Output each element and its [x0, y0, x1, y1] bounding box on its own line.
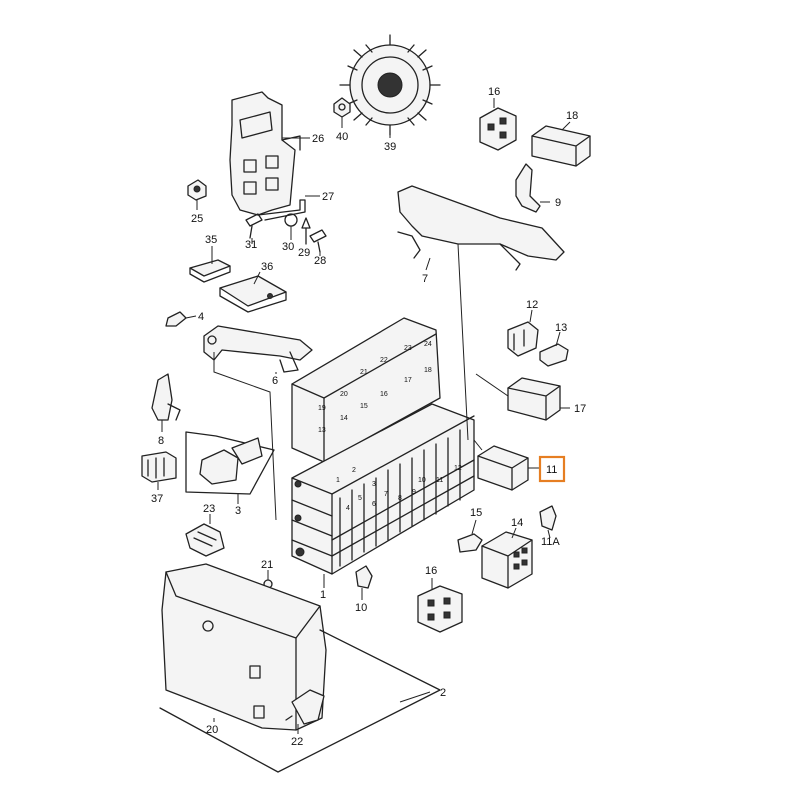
- part-6-strap: [203, 325, 313, 373]
- callout-39: 39: [384, 141, 396, 153]
- slot-label-23: 23: [404, 345, 412, 352]
- callout-3: 3: [235, 505, 241, 517]
- callout-2: 2: [440, 687, 446, 699]
- part-31-screw: [245, 213, 263, 239]
- callout-35: 35: [205, 234, 217, 246]
- part-11a-clip: [539, 505, 557, 531]
- part-27-strap: [257, 199, 306, 221]
- slot-label-19: 19: [318, 405, 326, 412]
- callout-8: 8: [158, 435, 164, 447]
- part-37-connector: [141, 451, 177, 483]
- callout-14: 14: [511, 517, 523, 529]
- highlight-box-callout-11[interactable]: [538, 455, 566, 483]
- part-15-clip: [457, 533, 483, 553]
- callout-11a: 11A: [541, 536, 560, 548]
- callout-1: 1: [320, 589, 326, 601]
- callout-30: 30: [282, 241, 294, 253]
- part-13-contact: [539, 343, 569, 367]
- slot-label-17: 17: [404, 377, 412, 384]
- part-17-relay: [507, 377, 561, 421]
- callout-26: 26: [312, 133, 324, 145]
- callout-20: 20: [206, 724, 218, 736]
- part-26-bracket: [229, 91, 301, 216]
- slot-label-15: 15: [360, 403, 368, 410]
- part-39-fan-wheel: [339, 34, 441, 136]
- part-35-holder: [189, 259, 231, 283]
- callout-15: 15: [470, 507, 482, 519]
- callout-6: 6: [272, 375, 278, 387]
- callout-18: 18: [566, 110, 578, 122]
- slot-label-21: 21: [360, 369, 368, 376]
- slot-label-8: 8: [398, 495, 402, 502]
- slot-label-7: 7: [384, 491, 388, 498]
- slot-label-2: 2: [352, 467, 356, 474]
- part-7-frame: [397, 185, 565, 271]
- part-9-bracket: [515, 163, 541, 213]
- callout-labels: 26 27 25 31 30 29 28 40 39 35 36 4 6 8 3…: [151, 86, 586, 748]
- callout-4: 4: [198, 311, 204, 323]
- part-25-clip: [187, 179, 207, 201]
- callout-25: 25: [191, 213, 203, 225]
- slot-label-14: 14: [340, 415, 348, 422]
- leader-lines: [157, 98, 571, 734]
- part-28-screw: [309, 229, 327, 253]
- part-14-relay-socket: [481, 531, 533, 589]
- callout-21: 21: [261, 559, 273, 571]
- callout-37: 37: [151, 493, 163, 505]
- slot-label-1: 1: [336, 477, 340, 484]
- part-18-relay: [531, 125, 591, 167]
- slot-label-9: 9: [412, 489, 416, 496]
- slot-label-6: 6: [372, 501, 376, 508]
- part-36-holder: [219, 275, 287, 313]
- slot-label-12: 12: [454, 465, 462, 472]
- part-30-washer: [284, 213, 298, 227]
- part-1-relay-carrier: [291, 317, 475, 575]
- callout-13: 13: [555, 322, 567, 334]
- callout-7: 7: [422, 273, 428, 285]
- part-4-clip: [165, 311, 187, 327]
- relay-slot-labels: 24 23 22 21 20 19 18 17 16 15 14 13 12 1…: [318, 341, 462, 512]
- callout-22: 22: [291, 736, 303, 748]
- slot-label-5: 5: [358, 495, 362, 502]
- part-22-clip: [285, 689, 325, 725]
- callout-9: 9: [555, 197, 561, 209]
- callout-29: 29: [298, 247, 310, 259]
- part-40-nut: [333, 97, 351, 118]
- slot-label-10: 10: [418, 477, 426, 484]
- slot-label-20: 20: [340, 391, 348, 398]
- callout-40: 40: [336, 131, 348, 143]
- callout-28: 28: [314, 255, 326, 267]
- part-3-bracket: [185, 431, 275, 495]
- callout-11: 11: [546, 464, 557, 476]
- callout-16-bottom: 16: [425, 565, 437, 577]
- slot-label-13: 13: [318, 427, 326, 434]
- part-11-relay: [477, 445, 529, 491]
- part-16-relay-socket-top: [479, 107, 517, 151]
- slot-label-11: 11: [436, 477, 443, 484]
- part-8-bracket: [151, 373, 181, 421]
- slot-label-22: 22: [380, 357, 388, 364]
- slot-label-3: 3: [372, 481, 376, 488]
- part-2-base-panel: [159, 629, 441, 773]
- callout-23: 23: [203, 503, 215, 515]
- callout-10: 10: [355, 602, 367, 614]
- slot-label-24: 24: [424, 341, 432, 348]
- part-10-clip: [355, 565, 373, 589]
- callout-12: 12: [526, 299, 538, 311]
- callout-36: 36: [261, 261, 273, 273]
- part-23-cover: [185, 523, 225, 557]
- callout-31: 31: [245, 239, 257, 251]
- callout-17: 17: [574, 403, 586, 415]
- slot-label-18: 18: [424, 367, 432, 374]
- part-29-pin: [301, 217, 311, 245]
- slot-label-4: 4: [346, 505, 350, 512]
- slot-label-16: 16: [380, 391, 388, 398]
- part-12-socket: [507, 321, 539, 357]
- callout-16-top: 16: [488, 86, 500, 98]
- part-16-relay-socket-bottom: [417, 585, 463, 633]
- callout-27: 27: [322, 191, 334, 203]
- part-20-housing: [161, 563, 327, 731]
